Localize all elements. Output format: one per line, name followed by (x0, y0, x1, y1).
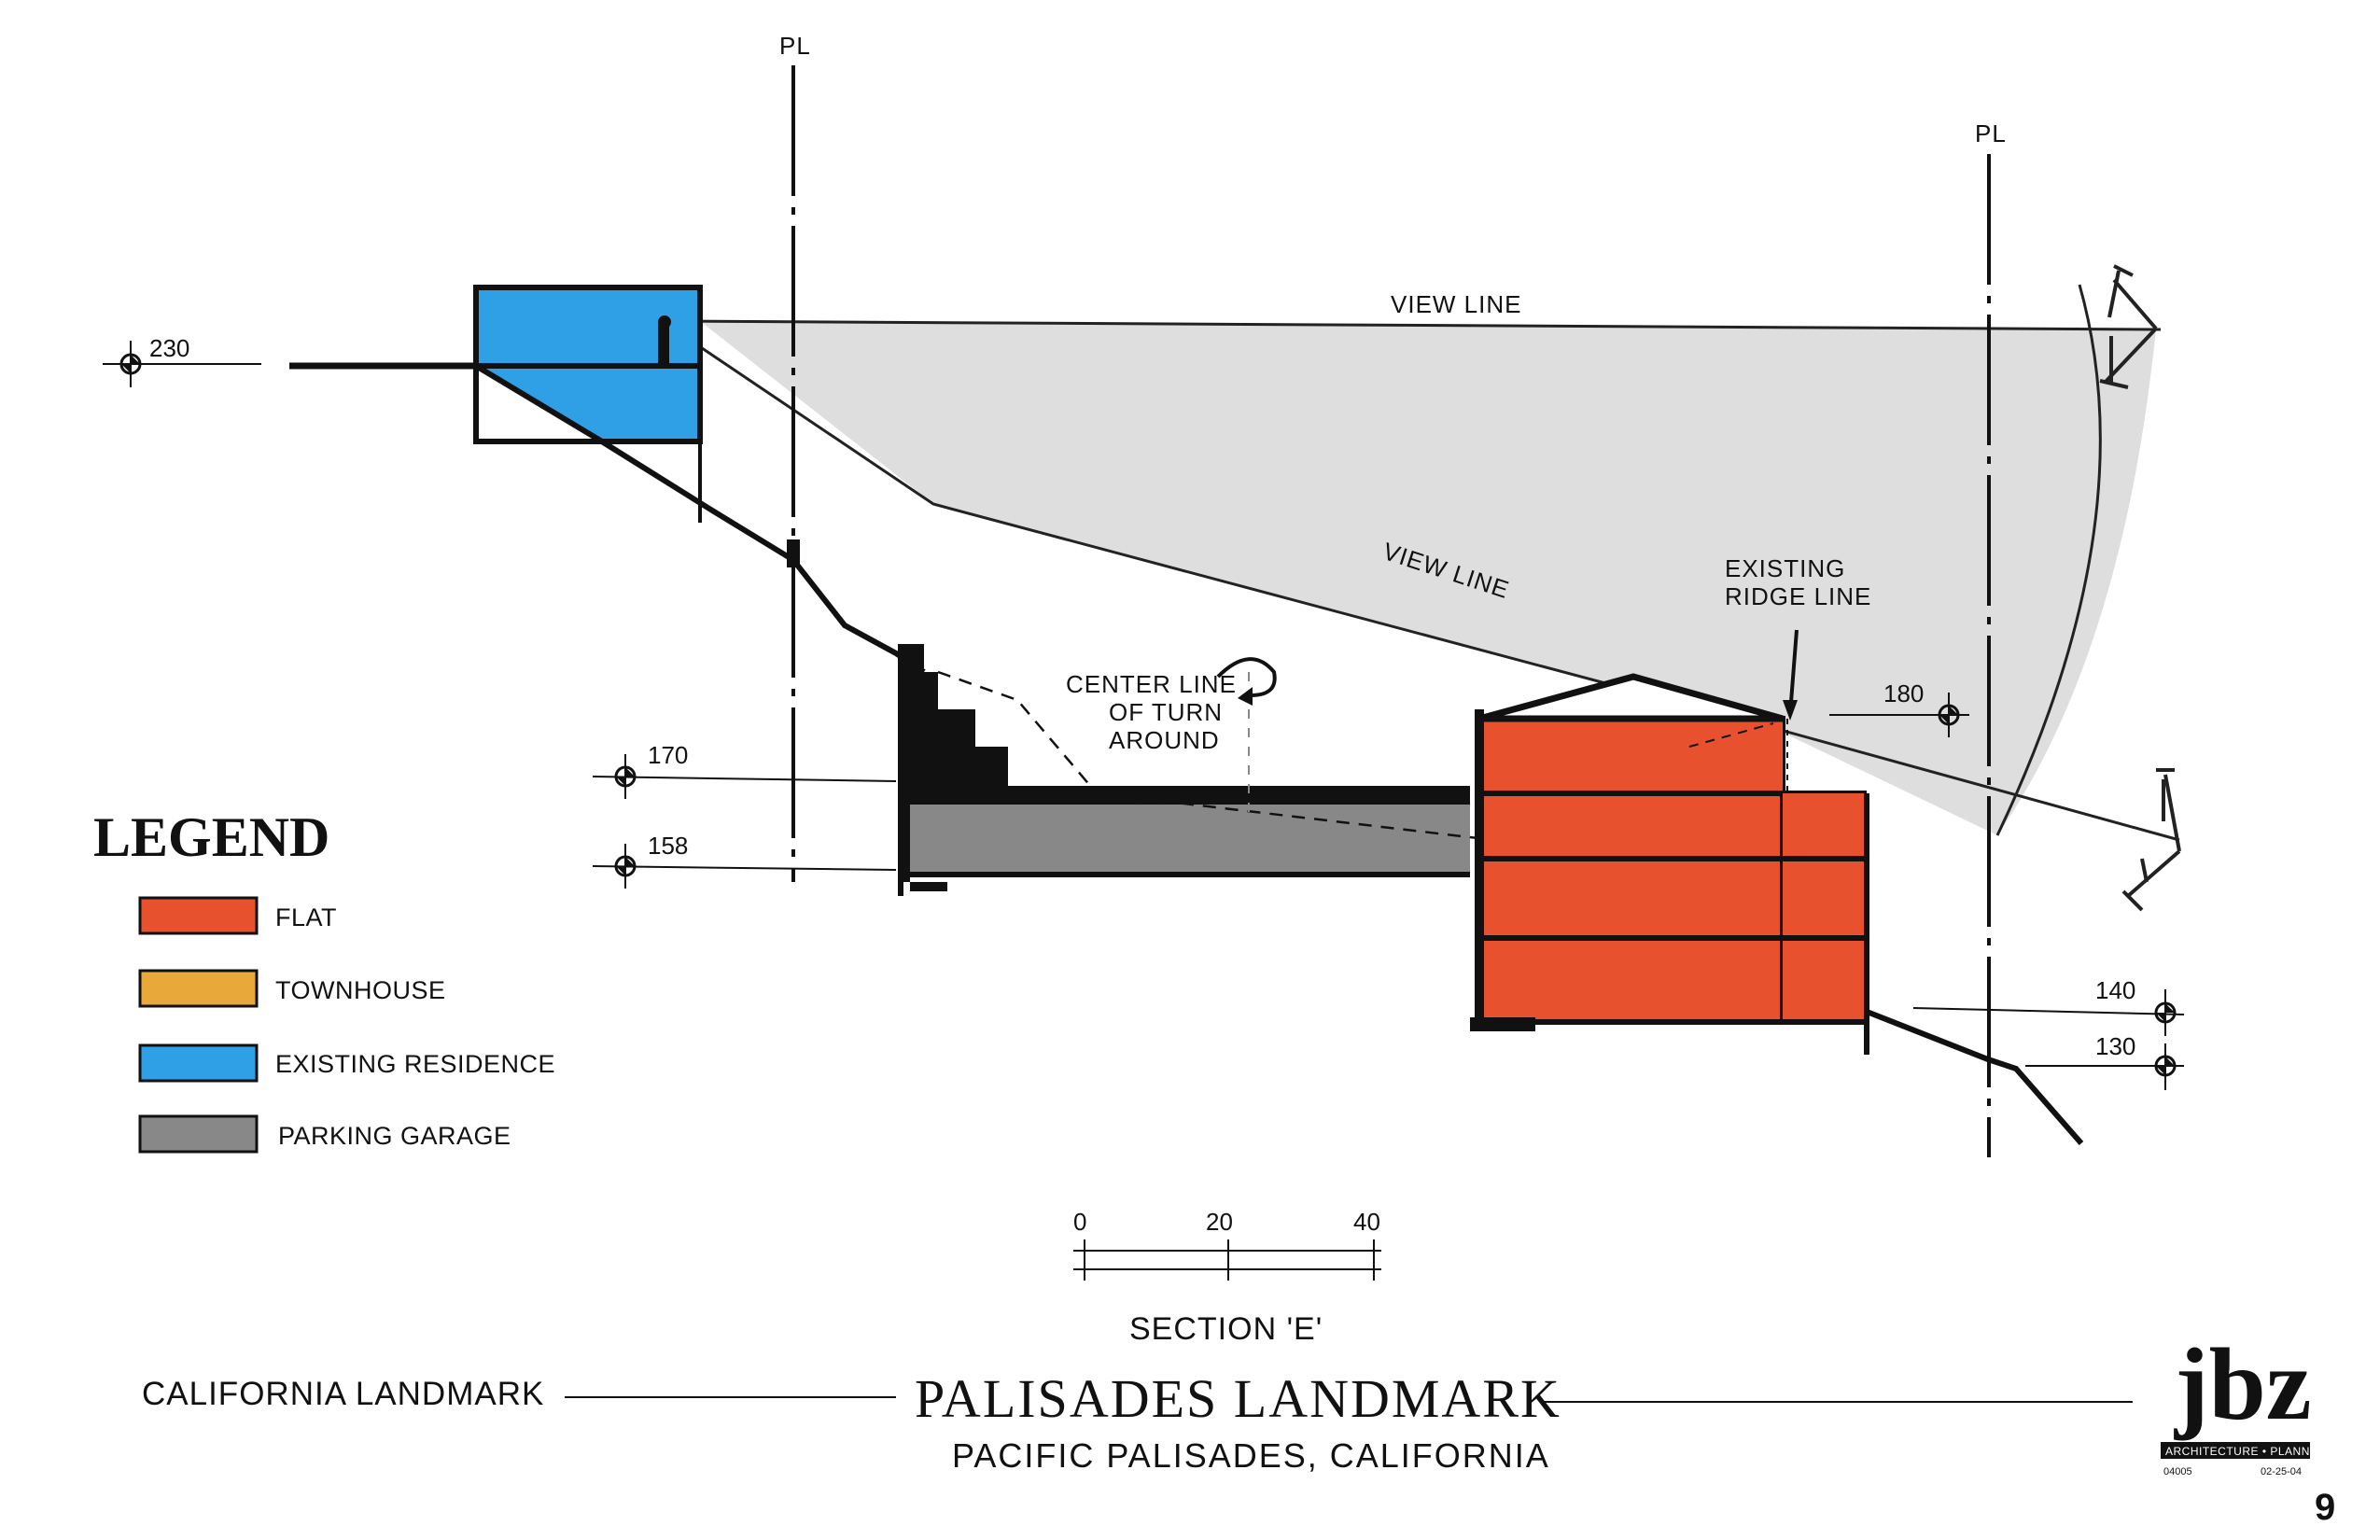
legend-swatch-existing-residence (138, 1043, 259, 1083)
project-title: PALISADES LANDMARK (915, 1368, 1561, 1429)
elevation-marker-180 (1829, 693, 1969, 737)
grade-line-lower (1855, 1005, 2084, 1145)
logo-letters: jbz (2174, 1327, 2312, 1441)
elevation-130: 130 (2095, 1032, 2135, 1060)
logo-job-number: 04005 (2163, 1466, 2192, 1477)
sight-marker-lower (2121, 768, 2181, 912)
ridge-line-label-1: EXISTING (1725, 554, 1845, 582)
upper-view-line (666, 319, 2162, 331)
view-cone-arc (1995, 284, 2102, 836)
center-line-label-1: CENTER LINE (1066, 670, 1237, 698)
elevation-marker-230 (103, 341, 261, 387)
section-title: SECTION 'E' (1129, 1311, 1323, 1347)
legend-label-townhouse: TOWNHOUSE (275, 976, 446, 1004)
ridge-line-label-2: RIDGE LINE (1725, 582, 1871, 610)
scale-bar (1073, 1239, 1381, 1281)
elevation-140: 140 (2095, 976, 2135, 1004)
center-line-label-3: AROUND (1109, 726, 1220, 754)
elevation-marker-170 (592, 754, 897, 799)
pl-label-left: PL (779, 32, 811, 60)
elevation-158: 158 (648, 832, 688, 860)
elevation-180: 180 (1883, 679, 1924, 707)
turnaround-arrow (1216, 657, 1277, 697)
project-location: PACIFIC PALISADES, CALIFORNIA (952, 1436, 1550, 1475)
legend-label-parking-garage: PARKING GARAGE (278, 1122, 511, 1150)
elevation-170: 170 (648, 741, 688, 769)
scale-label-40: 40 (1353, 1208, 1380, 1236)
flat-building (1470, 673, 1869, 1055)
lower-view-line (666, 323, 2180, 842)
parking-garage (898, 644, 1470, 896)
scale-label-20: 20 (1206, 1208, 1233, 1236)
legend-label-existing-residence: EXISTING RESIDENCE (275, 1050, 555, 1078)
logo-band-text: ARCHITECTURE • PLANNING (2165, 1445, 2331, 1458)
firm-logo: jbz ARCHITECTURE • PLANNING 04005 02-25-… (2161, 1327, 2331, 1477)
legend-swatch-parking-garage (138, 1114, 259, 1154)
existing-residence (289, 285, 703, 523)
legend-swatch-flat (138, 896, 259, 935)
elevation-marker-140 (1912, 989, 2185, 1036)
pl-label-right: PL (1975, 119, 2007, 147)
client-name: CALIFORNIA LANDMARK (142, 1376, 544, 1412)
legend-swatch-townhouse (138, 969, 259, 1008)
legend-title: LEGEND (93, 806, 329, 868)
scale-label-0: 0 (1073, 1208, 1086, 1236)
sheet-number: 9 (2315, 1487, 2335, 1528)
elevation-marker-158 (592, 844, 897, 889)
center-line-label-2: OF TURN (1109, 698, 1223, 726)
logo-date: 02-25-04 (2261, 1466, 2302, 1477)
elevation-marker-130 (2025, 1043, 2184, 1090)
legend-label-flat: FLAT (275, 903, 337, 931)
elevation-230: 230 (149, 334, 189, 362)
view-line-label-upper: VIEW LINE (1391, 290, 1521, 318)
sight-marker-upper (2099, 264, 2158, 389)
